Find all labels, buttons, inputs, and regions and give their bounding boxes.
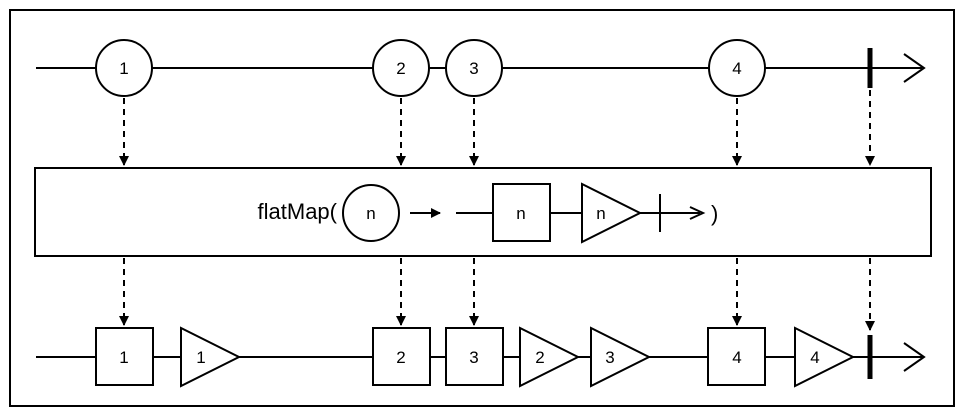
operator-prefix: flatMap( <box>258 199 338 224</box>
input-marble-label: 4 <box>732 59 741 78</box>
output-triangle-3: 3 <box>590 326 652 388</box>
diagram-frame <box>9 9 955 407</box>
input-timeline: 1 2 3 4 <box>36 39 926 97</box>
output-square-4: 4 <box>707 327 766 386</box>
output-square-label: 4 <box>732 348 741 367</box>
output-square-1: 1 <box>95 327 154 386</box>
operator-square-marble <box>492 183 551 242</box>
input-marble-label: 3 <box>469 59 478 78</box>
output-triangle-label: 3 <box>605 348 614 367</box>
output-triangle-1: 1 <box>180 326 242 388</box>
operator-input-marble <box>342 184 400 242</box>
output-square-2: 2 <box>372 327 431 386</box>
input-marble-4: 4 <box>708 39 766 97</box>
input-timeline-arrowhead <box>903 53 926 83</box>
output-triangle-label: 2 <box>535 348 544 367</box>
output-square-3: 3 <box>445 327 504 386</box>
output-triangle-2: 2 <box>519 326 581 388</box>
operator-square-label: n <box>516 204 525 223</box>
operator-inner-arrowhead <box>689 206 706 220</box>
operator-input-label: n <box>366 204 375 223</box>
output-triangle-label: 1 <box>196 348 205 367</box>
output-triangle-4: 4 <box>794 326 856 388</box>
operator-triangle-label: n <box>596 204 605 223</box>
input-to-operator-arrows <box>119 90 875 166</box>
input-marble-2: 2 <box>372 39 430 97</box>
output-timeline: 1 2 3 4 1 2 3 4 <box>36 326 926 388</box>
output-triangle-label: 4 <box>810 348 819 367</box>
output-square-label: 2 <box>396 348 405 367</box>
output-square-label: 1 <box>119 348 128 367</box>
input-marble-label: 1 <box>119 59 128 78</box>
input-marble-1: 1 <box>95 39 153 97</box>
operator-to-output-arrows <box>119 258 875 331</box>
input-marble-label: 2 <box>396 59 405 78</box>
output-timeline-arrowhead <box>903 342 926 372</box>
output-square-label: 3 <box>469 348 478 367</box>
operator-suffix: ) <box>711 201 718 226</box>
operator-triangle-marble <box>581 182 643 244</box>
operator-box: flatMap( n n n ) <box>34 167 932 257</box>
input-marble-3: 3 <box>445 39 503 97</box>
